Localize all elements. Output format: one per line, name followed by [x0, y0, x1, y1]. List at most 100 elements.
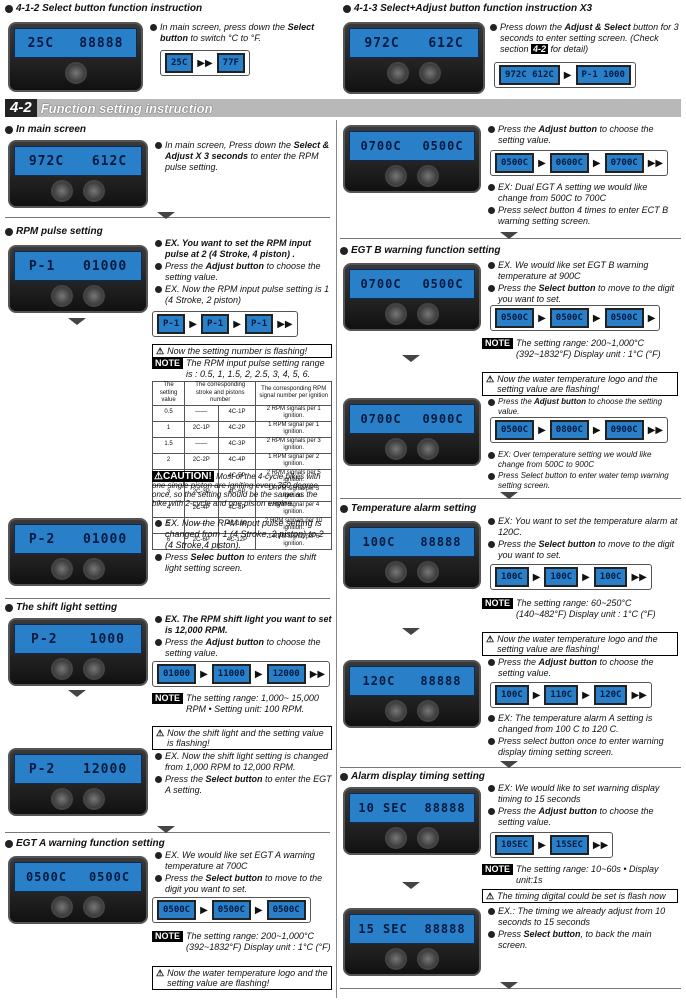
table-cell: 4C-2P	[217, 420, 257, 438]
down-arrow-icon	[68, 318, 86, 325]
mini-display-strip: 100C▶100C▶100C▶▶	[490, 564, 652, 590]
instruction-text: Press the Adjust button to choose the se…	[488, 397, 678, 418]
caution-box: ⚠CAUTION! Most of the 4-cycle bikes with…	[152, 471, 321, 508]
instruction-text: EX: Over temperature setting we would li…	[488, 450, 678, 492]
table-cell: 2 RPM signals per 1 ignition.	[255, 404, 332, 422]
warning-box: ⚠The timing digital could be set is flas…	[482, 889, 678, 903]
section-heading: Temperature alarm setting	[340, 503, 476, 514]
mini-display-strip: 25C▶▶77F	[160, 50, 250, 76]
section-heading: EGT B warning function setting	[340, 245, 500, 256]
down-arrow-icon	[500, 761, 518, 768]
instruction-text: EX. We would like set EGT B warning temp…	[488, 260, 678, 306]
table-cell: 1 RPM signal per 6 ignition.	[255, 532, 332, 550]
section-heading: 4-1-3 Select+Adjust button function inst…	[343, 3, 592, 14]
table-cell: 4C-4P	[217, 452, 257, 470]
section-heading: The shift light setting	[5, 602, 117, 613]
section-heading: Alarm display timing setting	[340, 771, 485, 782]
warning-box: ⚠Now the shift light and the setting val…	[152, 726, 332, 750]
mini-display-strip: 0500C▶0500C▶0500C▶	[490, 305, 661, 331]
down-arrow-icon	[402, 355, 420, 362]
table-cell: ——	[184, 404, 219, 422]
down-arrow-icon	[500, 232, 518, 239]
instruction-text: EX: We would like to set warning display…	[488, 783, 678, 829]
mini-display-strip: P-1▶P-1▶P-1▶▶	[152, 311, 298, 337]
mini-display-strip: 0500C▶0800C▶0900C▶▶	[490, 417, 669, 443]
warning-box: ⚠Now the water temperature logo and the …	[482, 372, 678, 396]
table-cell: 1.5	[151, 436, 186, 454]
warning-box: ⚠Now the setting number is flashing!	[152, 344, 332, 358]
mini-display-strip: 0500C▶0500C▶0500C	[152, 897, 311, 923]
instruction-text: In main screen, press down the Select bu…	[150, 22, 330, 45]
table-cell: 1	[151, 420, 186, 438]
table-cell: ——	[184, 436, 219, 454]
table-cell: 2 RPM signals per 3 ignition.	[255, 436, 332, 454]
table-cell: 2	[151, 452, 186, 470]
section-heading: In main screen	[5, 124, 86, 135]
instruction-text: Press the Adjust button to choose the se…	[488, 657, 678, 680]
mini-display-strip: 972C 612C▶P-1 1000	[494, 62, 636, 88]
instruction-text: EX: The temperature alarm A setting is c…	[488, 713, 678, 759]
divider	[5, 598, 330, 599]
table-cell: 1 RPM signal per 2 ignition.	[255, 452, 332, 470]
mini-display-strip: 100C▶110C▶120C▶▶	[490, 682, 652, 708]
down-arrow-icon	[157, 826, 175, 833]
instruction-text: EX. The RPM shift light you want to set …	[155, 614, 333, 660]
instruction-text: EX. We would like set EGT A warning temp…	[155, 850, 333, 896]
warning-box: ⚠Now the water temperature logo and the …	[482, 632, 678, 656]
down-arrow-icon	[500, 982, 518, 989]
instruction-text: EX. You want to set the RPM input pulse …	[155, 238, 333, 307]
instruction-text: In main screen, Press down the Select & …	[155, 140, 330, 174]
table-cell: 4C-3P	[217, 436, 257, 454]
instruction-text: EX.: The timing we already adjust from 1…	[488, 906, 678, 952]
table-cell: 2C-6P	[184, 532, 219, 550]
down-arrow-icon	[402, 882, 420, 889]
table-cell: 2C-1P	[184, 420, 219, 438]
mini-display-strip: 0500C▶0600C▶0700C▶▶	[490, 150, 669, 176]
section-heading: 4-1-2 Select button function instruction	[5, 3, 202, 14]
instruction-text: EX. Now the RPM input pulse setting is c…	[155, 518, 333, 575]
table-cell: 4C-1P	[217, 404, 257, 422]
down-arrow-icon	[500, 492, 518, 499]
instruction-text: EX: Dual EGT A setting we would like cha…	[488, 182, 678, 228]
down-arrow-icon	[68, 690, 86, 697]
down-arrow-icon	[157, 212, 175, 219]
column-divider	[336, 120, 337, 998]
section-heading: RPM pulse setting	[5, 226, 103, 237]
mini-display-strip: 01000▶11000▶12000▶▶	[152, 661, 331, 687]
instruction-text: EX: You want to set the temperature alar…	[488, 516, 678, 562]
instruction-text: Press down the Adjust & Select button fo…	[490, 22, 680, 56]
table-cell: 2C-3P	[184, 484, 219, 502]
down-arrow-icon	[402, 628, 420, 635]
section-heading: EGT A warning function setting	[5, 838, 165, 849]
mini-display-strip: 10SEC▶15SEC▶▶	[490, 832, 614, 858]
warning-box: ⚠Now the water temperature logo and the …	[152, 966, 332, 990]
